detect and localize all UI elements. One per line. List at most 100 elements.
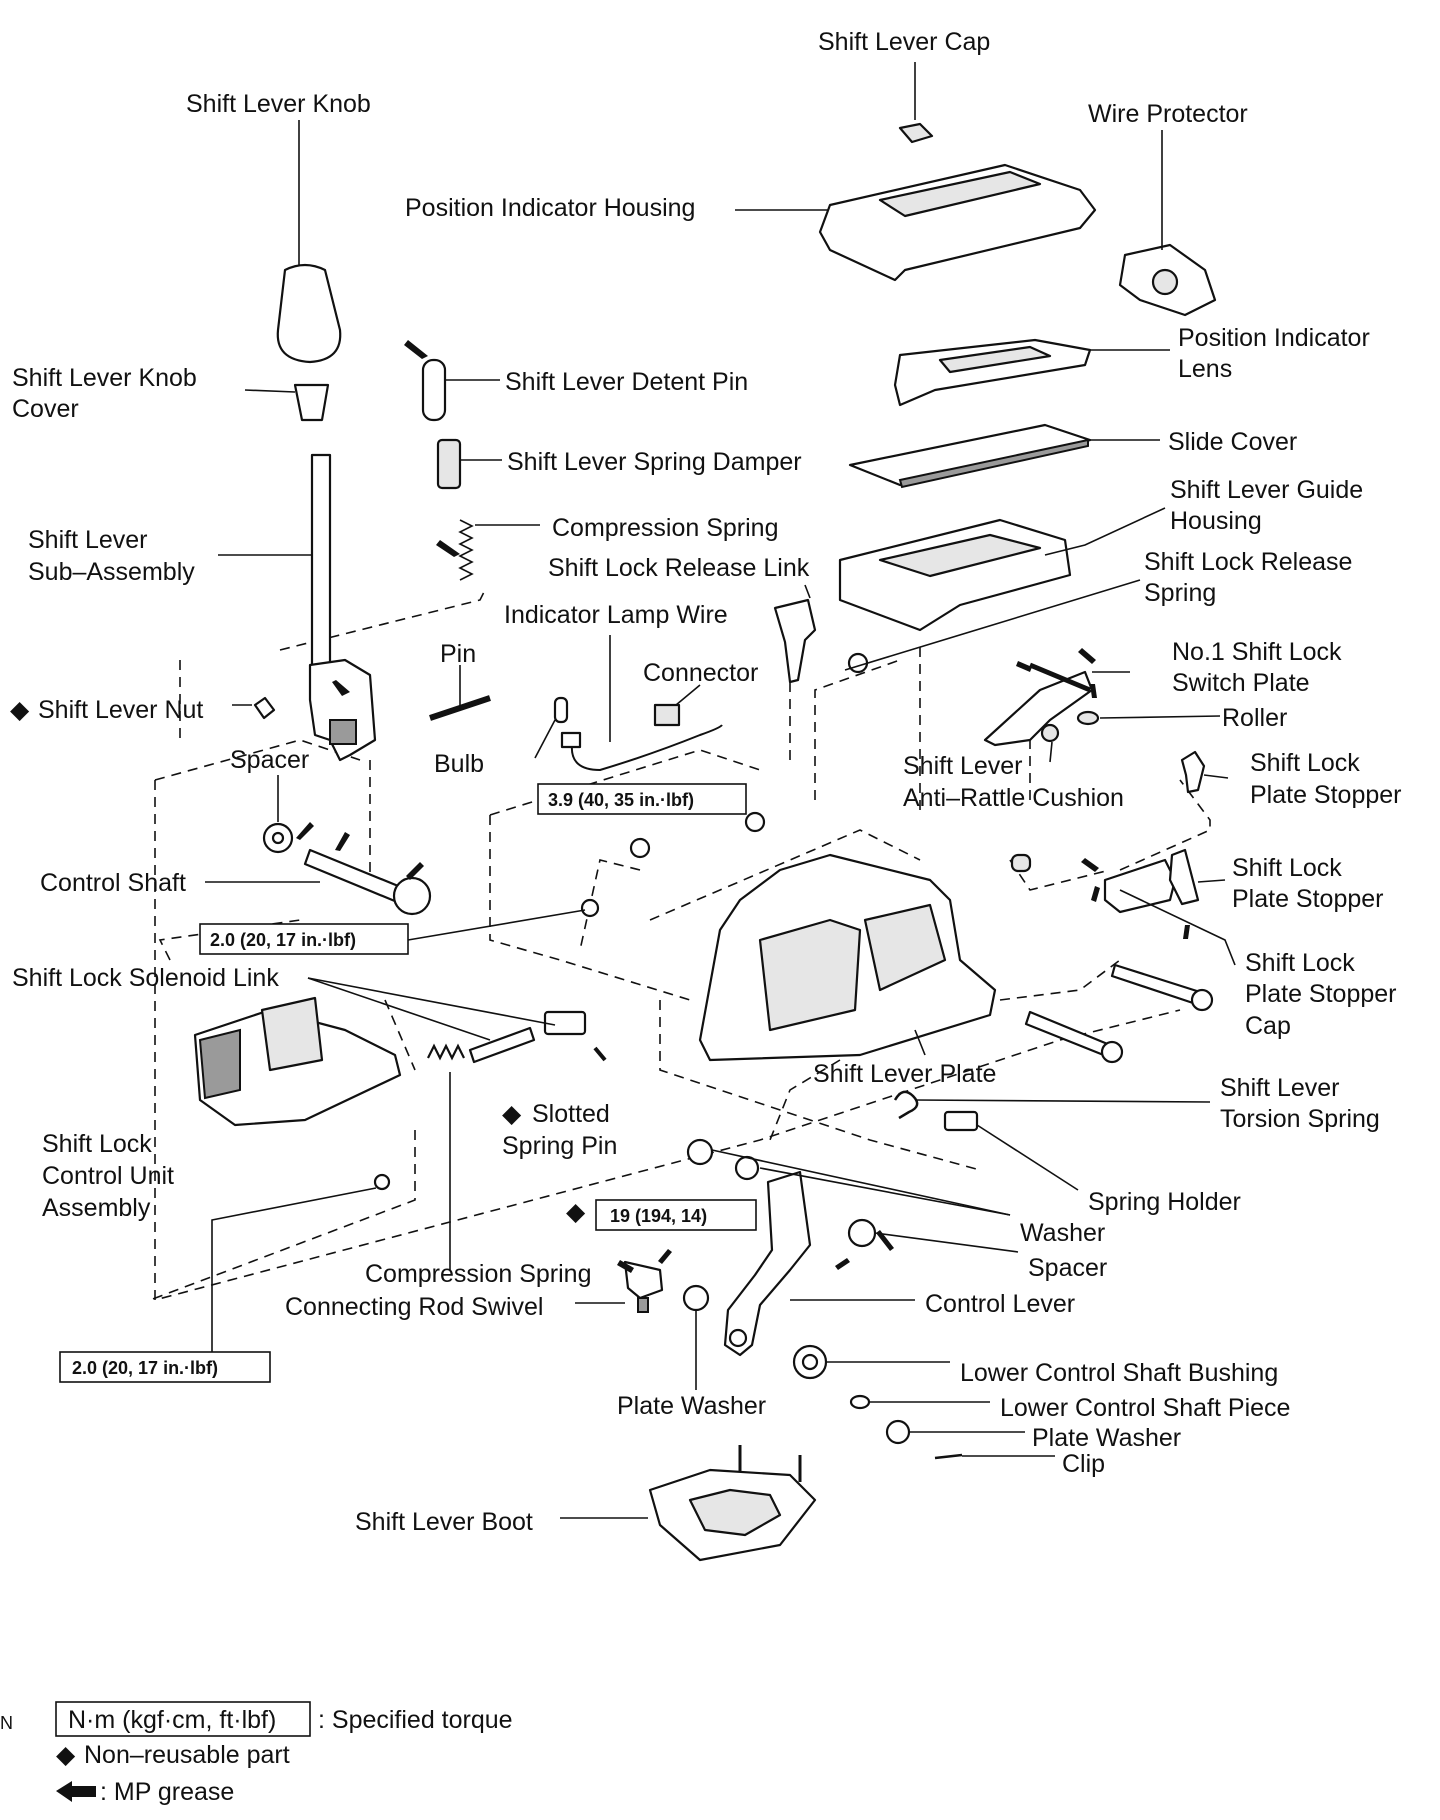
label-shift-lever-sub-assembly: Sub–Assembly <box>28 558 195 586</box>
label-shift-lever-knob: Shift Lever Knob <box>186 90 371 118</box>
label-lower-control-shaft-piece: Lower Control Shaft Piece <box>1000 1394 1290 1422</box>
lower-control-shaft-bushing-hole <box>801 1353 819 1371</box>
label-shift-lever-detent-pin: Shift Lever Detent Pin <box>505 368 748 396</box>
plate-washer-right-part <box>885 1419 911 1445</box>
shift-lever-detent-pin-part <box>421 358 447 422</box>
mp-grease-icon <box>1016 661 1032 672</box>
torque-text-3-9: 3.9 (40, 35 in.·lbf) <box>548 790 694 810</box>
leader-lines <box>205 62 1236 1519</box>
shift-lever-cap-part <box>898 122 934 144</box>
shift-lever-anti-rattle-cushion-part <box>1040 723 1060 743</box>
torque-specs: 3.9 (40, 35 in.·lbf) 2.0 (20, 17 in.·lbf… <box>59 783 757 1383</box>
shift-lock-plate-stopper-cap-head <box>1190 988 1214 1012</box>
slide-cover-ribs <box>898 438 1089 489</box>
shift-lock-plate-stopper-b-cushion <box>1010 853 1032 873</box>
label-connector: Connector <box>643 659 758 687</box>
label-shift-lock-control-unit-assembly: Assembly <box>42 1194 151 1222</box>
mp-grease-icon <box>1183 925 1190 939</box>
label-shift-lock-release-spring: Shift Lock Release <box>1144 548 1352 576</box>
mp-grease-icon <box>436 540 460 557</box>
label-shift-lever-knob-cover: Shift Lever Knob <box>12 364 197 392</box>
label-shift-lock-plate-stopper-b: Plate Stopper <box>1232 885 1384 913</box>
legend: N N·m (kgf·cm, ft·lbf) : Specified torqu… <box>0 1701 513 1806</box>
non-reusable-marker: ◆ <box>10 696 30 724</box>
shift-lever-knob-part <box>276 263 342 364</box>
shift-lever-base-part <box>308 658 377 762</box>
nut-3-9-part-b <box>744 811 766 833</box>
label-shift-lever-torsion-spring: Torsion Spring <box>1220 1105 1380 1133</box>
shift-lever-guide-housing-slot <box>878 533 1042 578</box>
shift-lock-release-spring-part <box>847 652 869 674</box>
torque-box-19 <box>595 1199 757 1231</box>
label-shift-lever-anti-rattle-cushion: Shift Lever <box>903 752 1023 780</box>
torque-box-2-0-top <box>199 923 409 955</box>
label-shift-lever-anti-rattle-cushion: Anti–Rattle Cushion <box>903 784 1124 812</box>
position-indicator-lens-window <box>938 345 1052 374</box>
legend-mp-grease-icon <box>56 1781 96 1802</box>
torque-text-19: 19 (194, 14) <box>610 1206 707 1226</box>
label-shift-lock-plate-stopper-a: Shift Lock <box>1250 749 1360 777</box>
label-position-indicator-housing: Position Indicator Housing <box>405 194 695 222</box>
label-shift-lever-plate: Shift Lever Plate <box>813 1060 996 1088</box>
shift-lock-solenoid-link-rod <box>468 1026 536 1064</box>
label-compression-spring-top: Compression Spring <box>552 514 779 542</box>
legend-torque-text: : Specified torque <box>318 1706 513 1734</box>
label-position-indicator-lens: Position Indicator <box>1178 324 1370 352</box>
label-no1-shift-lock-switch-plate: No.1 Shift Lock <box>1172 638 1342 666</box>
shift-lock-control-unit-coil <box>260 996 324 1072</box>
connector-part <box>653 703 681 727</box>
shift-lever-boot-inner <box>688 1488 782 1537</box>
label-shift-lock-plate-stopper-a: Plate Stopper <box>1250 781 1402 809</box>
label-shift-lever-cap: Shift Lever Cap <box>818 28 990 56</box>
shift-lever-plate-bolt-head <box>1100 1040 1124 1064</box>
bulb-part <box>553 696 569 724</box>
mp-grease-icon <box>406 862 424 880</box>
label-shift-lever-sub-assembly: Shift Lever <box>28 526 148 554</box>
control-lever-part <box>723 1170 812 1357</box>
label-shift-lock-solenoid-link: Shift Lock Solenoid Link <box>12 964 279 992</box>
label-control-lever: Control Lever <box>925 1290 1075 1318</box>
label-spacer-top: Spacer <box>230 746 309 774</box>
bolt-2-0-part <box>580 898 600 918</box>
mp-grease-icon <box>335 832 350 851</box>
label-shift-lock-plate-stopper-cap: Cap <box>1245 1012 1291 1040</box>
legend-non-reusable-icon: ◆ <box>56 1741 76 1769</box>
lower-control-shaft-piece-part <box>849 1394 871 1410</box>
shift-lock-plate-stopper-cap-bolt <box>1110 963 1202 1006</box>
wire-protector-hole <box>1151 268 1179 296</box>
no1-shift-lock-switch-plate-part <box>983 670 1094 747</box>
shift-lever-torsion-spring-part <box>893 1090 919 1120</box>
label-shift-lever-nut: Shift Lever Nut <box>38 696 203 724</box>
label-connecting-rod-swivel: Connecting Rod Swivel <box>285 1293 543 1321</box>
indicator-lamp-wire-part <box>570 724 723 772</box>
label-compression-spring-bottom: Compression Spring <box>365 1260 592 1288</box>
washer-left-part <box>686 1138 714 1166</box>
compression-spring-top-part <box>458 519 474 581</box>
label-plate-washer-left: Plate Washer <box>617 1392 766 1420</box>
parts <box>193 122 1217 1562</box>
mp-grease-icon <box>1091 886 1100 902</box>
washer-right-part <box>734 1155 760 1181</box>
legend-torque-box-text: N·m (kgf·cm, ft·lbf) <box>68 1706 276 1734</box>
label-roller: Roller <box>1222 704 1287 732</box>
mp-grease-icon <box>835 1258 850 1270</box>
legend-torque-box <box>55 1701 311 1737</box>
label-pin: Pin <box>440 640 476 668</box>
legend-non-reusable-text: Non–reusable part <box>84 1741 290 1769</box>
torque-text-2-0-bottom: 2.0 (20, 17 in.·lbf) <box>72 1358 218 1378</box>
label-control-shaft: Control Shaft <box>40 869 186 897</box>
label-shift-lever-spring-damper: Shift Lever Spring Damper <box>507 448 802 476</box>
shift-lever-nut-part <box>253 696 276 720</box>
shift-lock-control-unit-fins <box>198 1028 241 1100</box>
torque-text-2-0-top: 2.0 (20, 17 in.·lbf) <box>210 930 356 950</box>
position-indicator-housing-slot <box>878 170 1042 218</box>
label-slotted-spring-pin: Slotted <box>532 1100 610 1128</box>
shift-lock-release-link-part <box>773 598 817 684</box>
roller-part <box>1076 710 1100 726</box>
shift-lever-plate-ribs <box>863 903 947 992</box>
label-shift-lock-plate-stopper-cap: Shift Lock <box>1245 949 1355 977</box>
torque-box-2-0-bottom <box>59 1351 271 1383</box>
shift-lock-plate-stopper-b-arm <box>1168 848 1200 906</box>
label-shift-lock-plate-stopper-b: Shift Lock <box>1232 854 1342 882</box>
label-bulb: Bulb <box>434 750 484 778</box>
